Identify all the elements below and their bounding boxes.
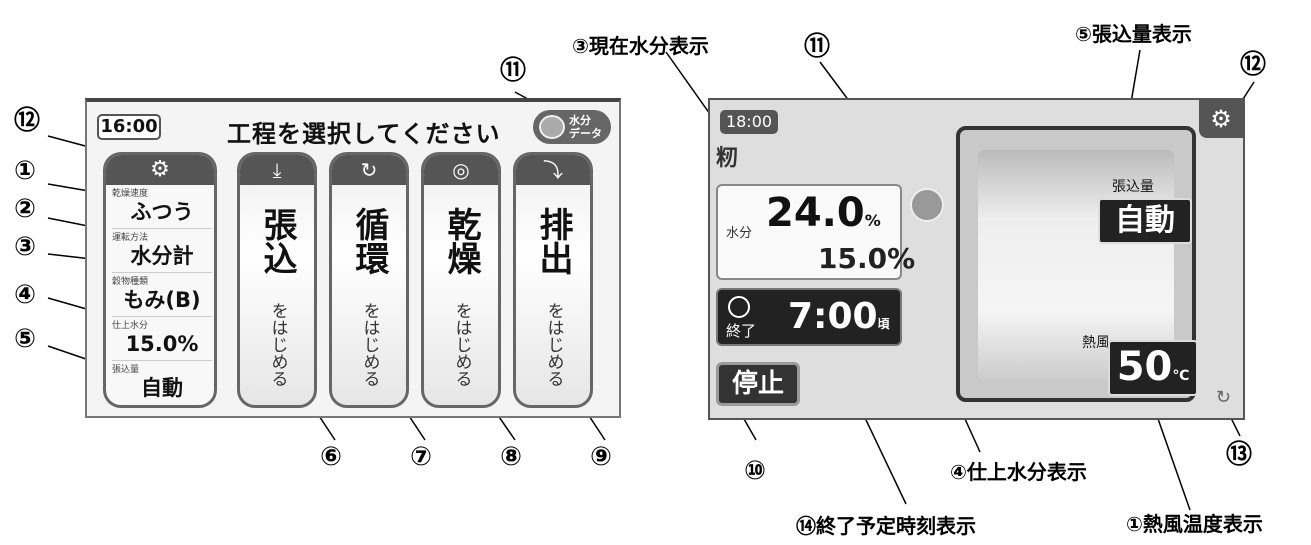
clock-icon <box>728 296 750 318</box>
callout-12-left: ⑫ <box>14 106 41 136</box>
setting-value: ふつう <box>130 200 194 224</box>
hot-air-label: 熱風 <box>1082 335 1110 351</box>
finish-moisture: 15.0% <box>818 242 916 275</box>
setting-label: 乾燥速度 <box>112 189 149 199</box>
process-action: をはじめる <box>267 301 288 387</box>
current-moisture: 24.0% <box>766 190 881 236</box>
process-name: 張込 <box>257 207 297 275</box>
settings-card[interactable]: ⚙ 乾燥速度 ふつう 運転方法 水分計 穀物種類 もみ(B) 仕上水分 15.0… <box>103 152 217 408</box>
callout-10-right: ⑩ <box>744 456 767 486</box>
process-load-button[interactable]: ⤓ 張込 をはじめる <box>237 152 317 408</box>
setting-label: 張込量 <box>112 365 140 375</box>
moisture-label: 水分 <box>726 226 753 241</box>
process-action: をはじめる <box>359 301 380 387</box>
setting-operation-method[interactable]: 運転方法 水分計 <box>112 233 212 273</box>
setting-drying-speed[interactable]: 乾燥速度 ふつう <box>112 189 212 229</box>
stop-button[interactable]: 停止 <box>716 362 800 406</box>
setting-value: もみ(B) <box>123 288 201 312</box>
load-amount-display: 自動 <box>1098 198 1192 244</box>
end-time: 7:00頃 <box>788 296 890 337</box>
process-dry-button[interactable]: ◎ 乾燥 をはじめる <box>421 152 501 408</box>
callout-5-left: ⑤ <box>14 324 37 354</box>
process-action: をはじめる <box>451 301 472 387</box>
callout-4-right: ④仕上水分表示 <box>950 460 1087 484</box>
screen-title: 工程を選択してください <box>227 120 501 148</box>
setting-value: 15.0% <box>125 332 199 356</box>
circulate-icon: ↻ <box>332 155 406 185</box>
moisture-data-button[interactable]: 水分 データ <box>533 110 611 144</box>
load-in-icon: ⤓ <box>240 155 314 185</box>
process-select-screen: 16:00 工程を選択してください 水分 データ ⚙ 乾燥速度 ふつう 運転方法… <box>85 98 621 418</box>
callout-2-left: ② <box>14 194 37 224</box>
callout-1-right: ①熱風温度表示 <box>1126 512 1263 536</box>
gear-icon[interactable]: ⚙ <box>1199 100 1243 138</box>
process-circulate-button[interactable]: ↻ 循環 をはじめる <box>329 152 409 408</box>
callout-12-right: ⑫ <box>1240 50 1267 80</box>
gear-icon[interactable]: ⚙ <box>106 155 214 185</box>
grain-type: 籾 <box>716 146 739 171</box>
setting-finish-moisture[interactable]: 仕上水分 15.0% <box>112 321 212 361</box>
hot-air-temp-display: 50℃ <box>1108 340 1198 396</box>
setting-label: 仕上水分 <box>112 321 149 331</box>
setting-grain-type[interactable]: 穀物種類 もみ(B) <box>112 277 212 317</box>
process-action: をはじめる <box>543 301 564 387</box>
process-name: 循環 <box>349 207 389 275</box>
callout-11-right: ⑪ <box>804 32 831 62</box>
callout-11-left: ⑪ <box>500 56 527 86</box>
refresh-icon[interactable]: ↻ <box>1215 387 1231 408</box>
callout-1-left: ① <box>14 156 37 186</box>
callout-9-left: ⑨ <box>590 442 613 472</box>
process-discharge-button[interactable]: ⤵ 排出 をはじめる <box>513 152 593 408</box>
end-time-display: 終了 7:00頃 <box>716 288 902 346</box>
moisture-display: 24.0% 水分 15.0% <box>716 184 915 280</box>
setting-value: 自動 <box>141 376 183 400</box>
setting-label: 穀物種類 <box>112 277 149 287</box>
drying-status-screen: 18:00 籾 ⚙ 24.0% 水分 15.0% 終了 7:00頃 停止 張込量… <box>708 98 1245 420</box>
callout-3-left: ③ <box>14 232 37 262</box>
setting-load-amount[interactable]: 張込量 自動 <box>112 365 212 405</box>
callout-8-left: ⑧ <box>500 442 523 472</box>
clock-display: 16:00 <box>97 114 161 140</box>
clock-display: 18:00 <box>720 110 778 134</box>
callout-5-right: ⑤張込量表示 <box>1075 22 1192 46</box>
callout-4-left: ④ <box>14 280 37 310</box>
load-label: 張込量 <box>1112 179 1154 195</box>
process-name: 乾燥 <box>441 207 481 275</box>
callout-3-right: ③現在水分表示 <box>572 34 709 58</box>
discharge-icon: ⤵ <box>516 155 590 185</box>
process-name: 排出 <box>533 207 573 275</box>
data-button-label-2: データ <box>569 127 602 140</box>
callout-13-right: ⑬ <box>1226 440 1253 470</box>
callout-7-left: ⑦ <box>410 442 433 472</box>
moisture-data-icon[interactable] <box>910 188 944 222</box>
data-button-label-1: 水分 <box>569 114 591 127</box>
end-label: 終了 <box>726 322 757 340</box>
setting-value: 水分計 <box>130 244 194 268</box>
setting-label: 運転方法 <box>112 233 149 243</box>
callout-14-right: ⑭終了予定時刻表示 <box>796 514 976 538</box>
callout-6-left: ⑥ <box>320 442 343 472</box>
dry-icon: ◎ <box>424 155 498 185</box>
moisture-data-icon <box>539 115 565 139</box>
